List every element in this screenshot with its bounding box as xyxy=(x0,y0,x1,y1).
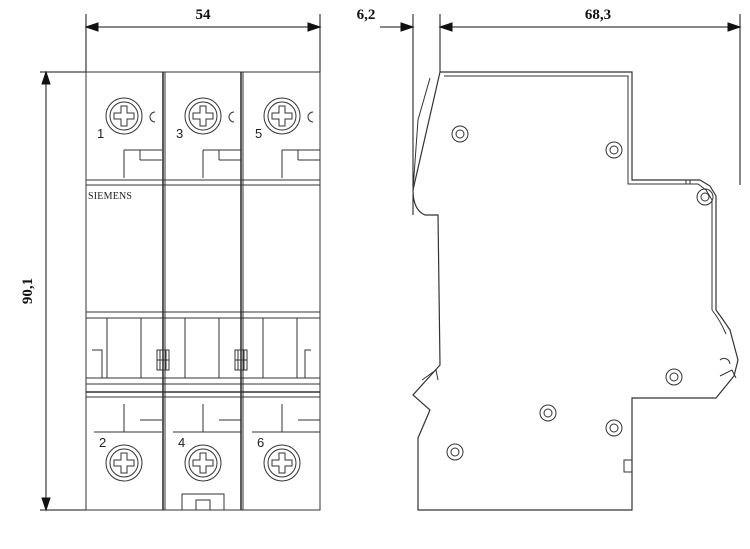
brand-logo-text: SIEMENS xyxy=(88,191,132,202)
top-screw-5 xyxy=(263,97,301,135)
terminal-label-2: 2 xyxy=(99,435,106,450)
terminal-label-1: 1 xyxy=(97,126,104,141)
terminal-label-6: 6 xyxy=(257,435,264,450)
top-screw-1 xyxy=(105,97,143,135)
terminal-label-4: 4 xyxy=(178,435,185,450)
top-screw-3 xyxy=(184,97,222,135)
bottom-screw-4 xyxy=(184,444,222,482)
bottom-screw-6 xyxy=(263,444,301,482)
rivet-holes xyxy=(446,125,714,461)
dim-offset-label: 6,2 xyxy=(357,7,376,23)
front-view xyxy=(85,71,321,511)
side-view xyxy=(412,71,739,511)
terminal-label-3: 3 xyxy=(176,126,183,141)
dim-depth-label: 68,3 xyxy=(585,7,611,23)
terminal-label-5: 5 xyxy=(255,126,262,141)
bottom-screw-2 xyxy=(105,444,143,482)
dim-width-label: 54 xyxy=(196,7,212,23)
dimension-lines xyxy=(40,14,742,512)
dim-height-label: 90,1 xyxy=(20,278,36,304)
